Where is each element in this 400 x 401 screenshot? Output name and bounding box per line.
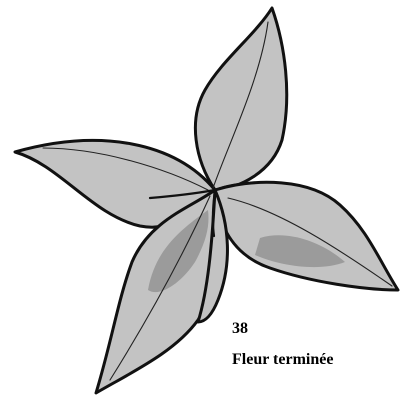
petal-right: [215, 182, 398, 290]
petal-top: [195, 8, 286, 190]
step-caption: Fleur terminée: [232, 351, 400, 369]
step-number: 38: [232, 320, 248, 338]
